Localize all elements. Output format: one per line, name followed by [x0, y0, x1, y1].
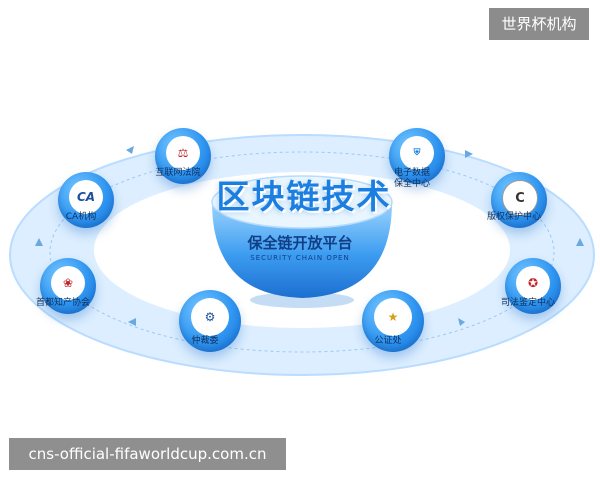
flow-arrow — [465, 150, 473, 158]
hero-title: 区块链技术 — [216, 177, 392, 216]
dome — [212, 202, 392, 298]
node-circle: ❀ — [40, 258, 96, 314]
node-label: 版权保护中心 — [486, 212, 541, 222]
node-label: 互联网法院 — [155, 168, 201, 178]
flow-arrow — [128, 318, 136, 326]
arbitration-seal-icon: ⚙ — [191, 298, 229, 336]
dome-top-edge — [211, 175, 393, 229]
ip-association-logo-icon: ❀ — [51, 266, 85, 300]
node-ca: CA CA机构 — [53, 172, 119, 228]
node-label: 电子数据 保全中心 — [393, 168, 430, 189]
copyright-icon: C — [502, 180, 538, 216]
node-label: 仲裁委 — [191, 336, 219, 346]
node-label: 公证处 — [374, 336, 402, 346]
flow-arrow — [35, 238, 43, 246]
flow-path — [49, 151, 555, 353]
node-circle: ✪ — [505, 258, 561, 314]
node-label: 首都知产协会 — [35, 298, 90, 308]
node-internet-court: ⚖ 互联网法院 — [150, 128, 216, 184]
data-center-logo-icon: ⛨ — [400, 136, 434, 170]
node-label: 司法鉴定中心 — [500, 298, 555, 308]
dome-top — [212, 176, 392, 228]
flow-arrow — [126, 146, 134, 154]
watermark-top: 世界杯机构 — [489, 8, 589, 40]
watermark-bottom: cns-official-fifaworldcup.com.cn — [9, 438, 286, 470]
notary-emblem-icon: ★ — [374, 298, 412, 336]
court-emblem-icon: ⚖ — [166, 136, 200, 170]
node-label: CA机构 — [65, 212, 97, 222]
node-arbitration: ⚙ 仲裁委 — [177, 290, 243, 352]
node-circle: CA — [58, 172, 114, 228]
node-circle: ⚖ — [155, 128, 211, 184]
judicial-emblem-icon: ✪ — [516, 266, 550, 300]
ca-logo-icon: CA — [69, 180, 103, 214]
dome-shadow — [250, 292, 354, 308]
flow-arrow — [576, 238, 584, 246]
node-circle: ⛨ — [389, 128, 445, 184]
outer-ring-border — [9, 134, 595, 376]
node-data-center: ⛨ 电子数据 保全中心 — [384, 128, 450, 189]
node-ip-association: ❀ 首都知产协会 — [35, 258, 101, 314]
hero-subtitle: 保全链开放平台 — [247, 234, 353, 252]
node-notary: ★ 公证处 — [360, 290, 426, 352]
node-circle: ⚙ — [179, 290, 241, 352]
node-circle: ★ — [362, 290, 424, 352]
node-circle: C — [491, 172, 547, 228]
hero-subtitle-en: SECURITY CHAIN OPEN — [250, 254, 350, 262]
node-judicial: ✪ 司法鉴定中心 — [500, 258, 566, 314]
node-copyright: C 版权保护中心 — [486, 172, 552, 228]
flow-arrow — [458, 318, 465, 326]
